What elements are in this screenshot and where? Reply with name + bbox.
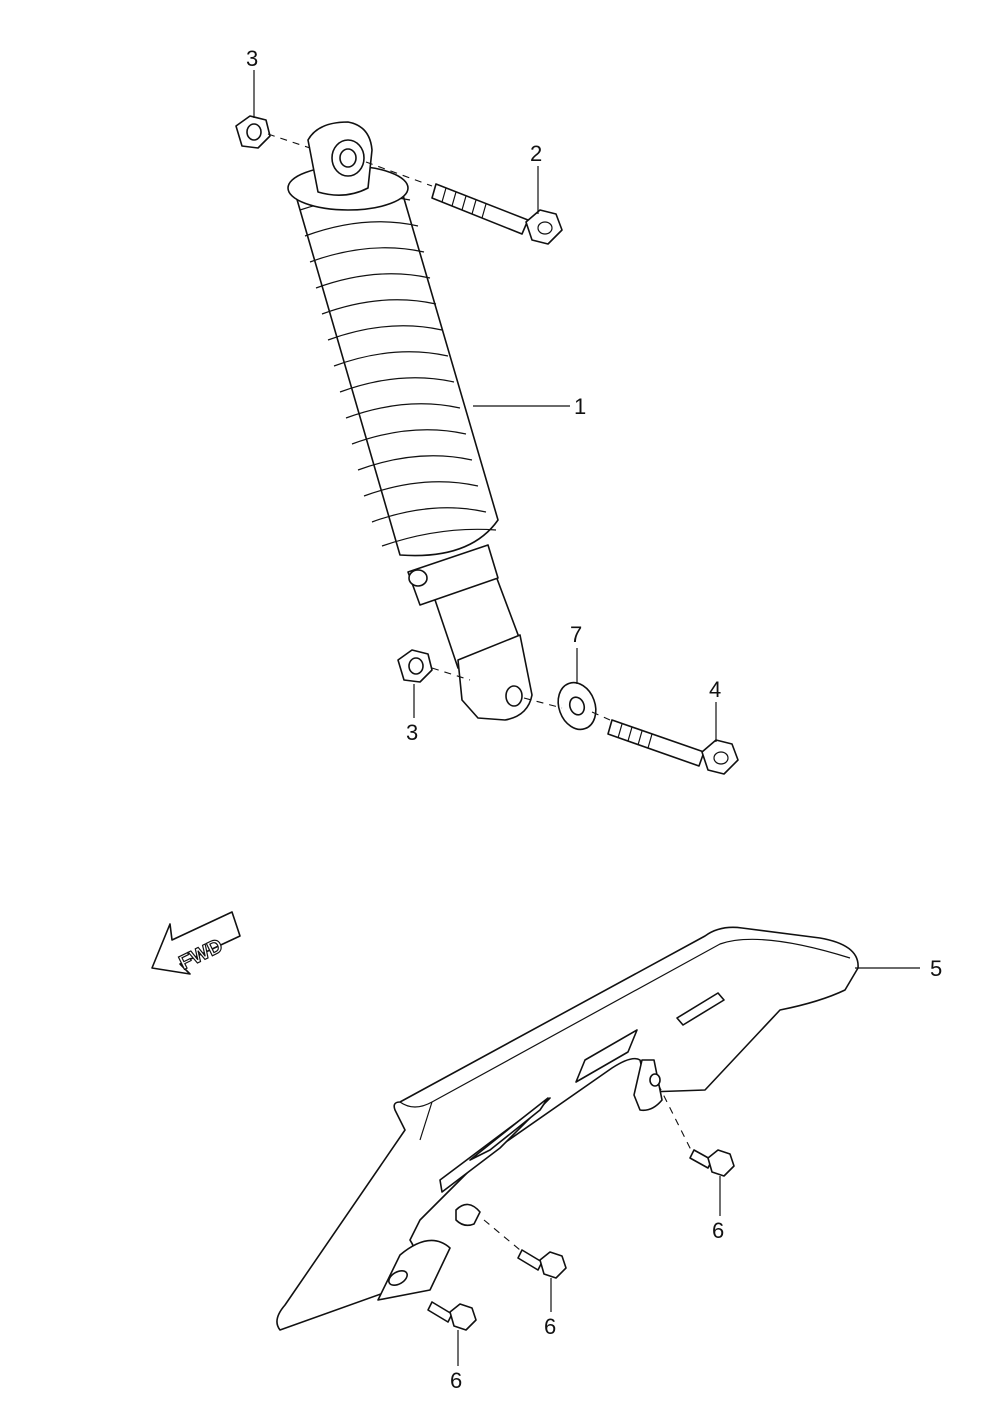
callout-washer: 7 xyxy=(570,622,582,647)
callout-lower-nut: 3 xyxy=(406,720,418,745)
callout-upper-nut: 3 xyxy=(246,46,258,71)
callout-guard-bolt-left: 6 xyxy=(450,1368,462,1393)
alignment-lines-guard xyxy=(483,1083,693,1251)
callout-guard-bolt-middle: 6 xyxy=(544,1314,556,1339)
leader-lines xyxy=(253,70,920,1366)
callout-shock-absorber: 1 xyxy=(574,394,586,419)
upper-bolt xyxy=(431,183,563,245)
guard-bolt-right xyxy=(689,1149,735,1177)
washer xyxy=(557,681,597,731)
fwd-arrow-icon: FWD xyxy=(151,911,241,975)
alignment-lines-shock xyxy=(267,133,611,721)
chain-guard xyxy=(276,926,859,1331)
callout-lower-bolt: 4 xyxy=(709,677,721,702)
upper-nut xyxy=(235,115,271,149)
guard-bolt-left xyxy=(427,1301,477,1331)
lower-nut xyxy=(397,649,433,683)
callout-guard-bolt-right: 6 xyxy=(712,1218,724,1243)
callout-chain-guard: 5 xyxy=(930,956,942,981)
callout-upper-bolt: 2 xyxy=(530,141,542,166)
guard-bolt-middle xyxy=(517,1249,567,1279)
lower-bolt xyxy=(607,719,739,775)
shock-absorber xyxy=(287,121,533,721)
